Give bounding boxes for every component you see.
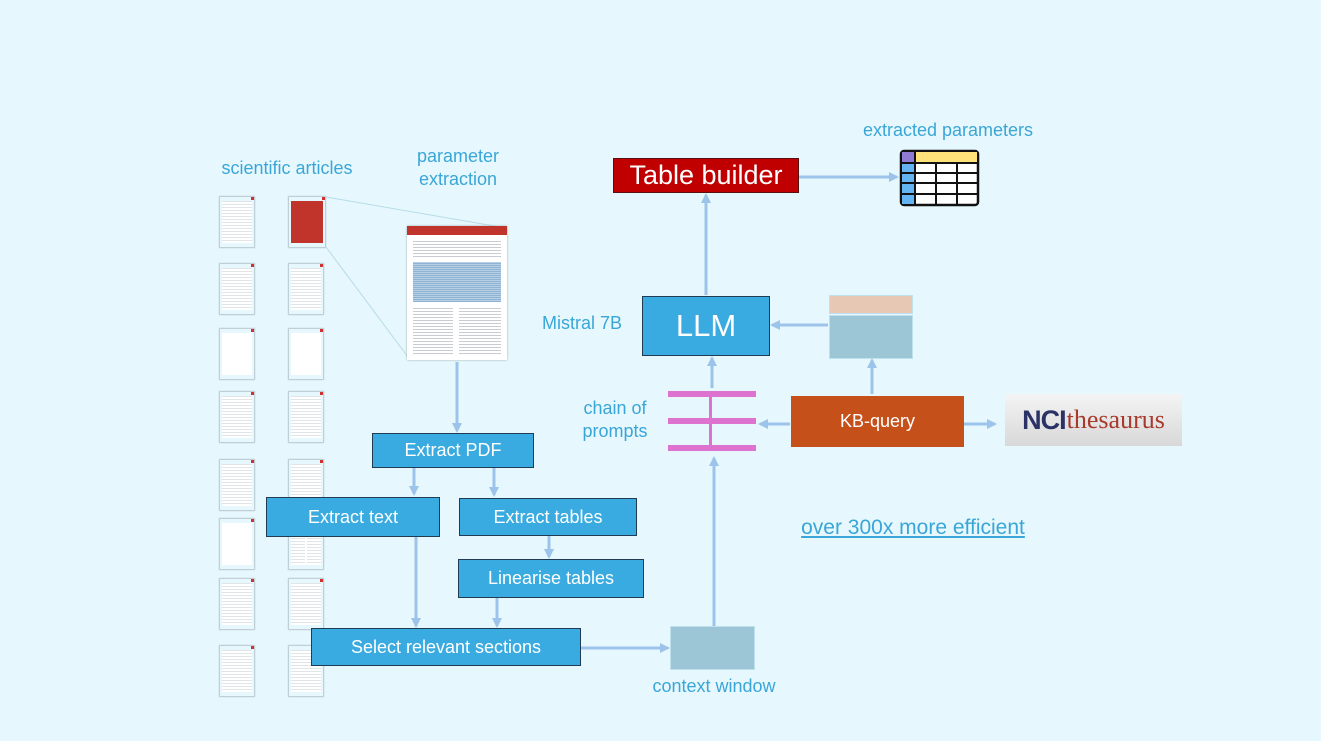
scientific-articles-label: scientific articles	[221, 158, 353, 178]
llm-box: LLM	[642, 296, 770, 356]
article-thumb	[219, 578, 255, 630]
article-thumb	[219, 263, 255, 315]
article-thumb	[219, 518, 255, 570]
extract-tables-button: Extract tables	[459, 498, 637, 536]
article-thumb	[219, 391, 255, 443]
nci-logo-text: NCI	[1022, 404, 1066, 435]
knowledge-base-block	[829, 295, 913, 359]
article-page-preview	[407, 226, 507, 360]
mistral-label: Mistral 7B	[541, 313, 622, 333]
table-icon	[899, 149, 980, 207]
article-thumb	[288, 578, 324, 630]
table-builder-box: Table builder	[613, 158, 799, 193]
article-thumb	[219, 459, 255, 511]
chain-of-prompts-label: chain of prompts	[582, 398, 648, 441]
article-thumb-selected	[288, 196, 326, 248]
article-thumb	[288, 263, 324, 315]
extract-pdf-button: Extract PDF	[372, 433, 534, 468]
extracted-parameters-label: extracted parameters	[862, 120, 1034, 140]
parameter-extraction-label: parameter extraction	[416, 146, 500, 189]
context-window-label: context window	[652, 676, 776, 696]
kb-query-box: KB-query	[791, 396, 964, 447]
article-thumb	[288, 328, 324, 380]
article-thumb	[288, 391, 324, 443]
article-thumb	[219, 196, 255, 248]
chain-of-prompts-icon	[668, 391, 756, 451]
thesaurus-logo-text: thesaurus	[1066, 405, 1165, 434]
context-window-block	[670, 626, 755, 670]
nci-thesaurus-logo: NCI thesaurus	[1005, 394, 1182, 446]
zoom-line-top	[325, 196, 507, 229]
article-thumb	[219, 645, 255, 697]
article-thumb	[219, 328, 255, 380]
linearise-tables-button: Linearise tables	[458, 559, 644, 598]
extract-text-button: Extract text	[266, 497, 440, 537]
zoom-line-bottom	[325, 246, 409, 358]
select-sections-button: Select relevant sections	[311, 628, 581, 666]
efficiency-link[interactable]: over 300x more efficient	[801, 516, 1025, 539]
